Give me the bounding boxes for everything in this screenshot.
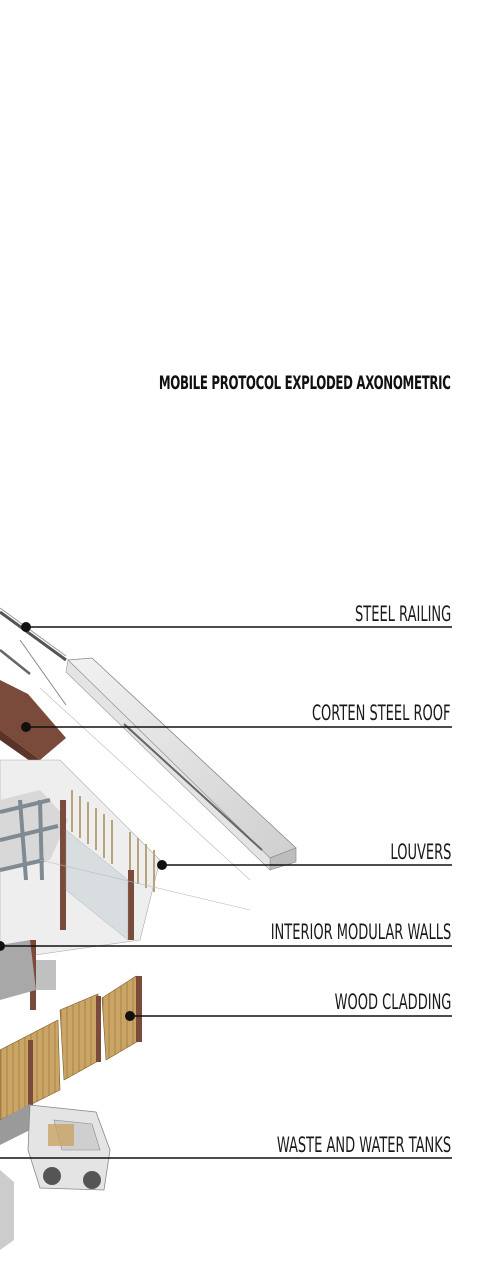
- leader-steel-railing: [21, 622, 452, 632]
- leader-interior-modular-walls: [0, 941, 452, 951]
- wood-cladding-drawing: [0, 975, 142, 1145]
- truck-tanks-drawing: [0, 1104, 111, 1250]
- label-wood-cladding: WOOD CLADDING: [334, 990, 451, 1014]
- leader-corten-steel-roof: [21, 722, 452, 732]
- label-louvers: LOUVERS: [389, 840, 451, 864]
- label-steel-railing: STEEL RAILING: [354, 602, 451, 626]
- concrete-slab-drawing: [39, 657, 297, 881]
- leader-louvers: [157, 860, 452, 870]
- page-title: MOBILE PROTOCOL EXPLODED AXONOMETRIC: [159, 372, 451, 394]
- leader-wood-cladding: [125, 1011, 452, 1021]
- building-body-drawing: [0, 759, 251, 1010]
- steel-railing-drawing: [0, 607, 67, 706]
- label-interior-modular-walls: INTERIOR MODULAR WALLS: [270, 920, 451, 944]
- label-waste-and-water-tanks: WASTE AND WATER TANKS: [276, 1133, 451, 1157]
- label-corten-steel-roof: CORTEN STEEL ROOF: [312, 701, 451, 725]
